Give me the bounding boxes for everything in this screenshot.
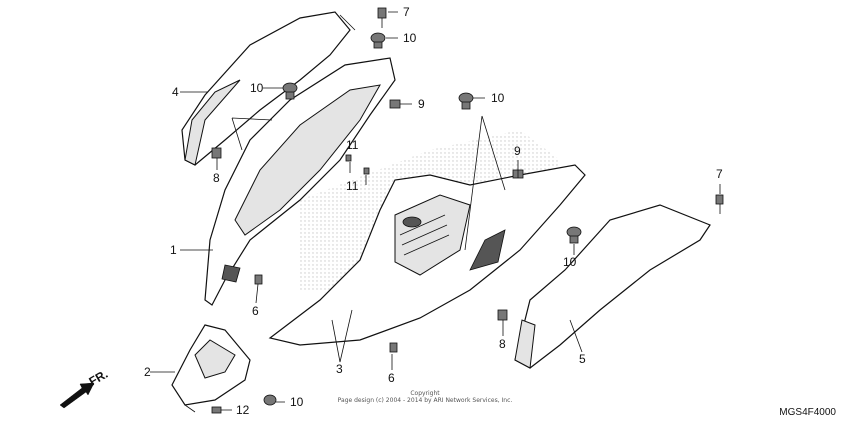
copyright-line-1: Copyright bbox=[410, 390, 440, 397]
callout-10-left: 10 bbox=[250, 81, 264, 95]
callout-10-mid: 10 bbox=[491, 91, 505, 105]
callout-3: 3 bbox=[336, 362, 343, 376]
front-arrow: FR. bbox=[59, 367, 110, 409]
part-1-inner-panel bbox=[234, 84, 381, 236]
part-3-emblem bbox=[469, 229, 506, 271]
fastener-6-bottom bbox=[389, 342, 398, 353]
fastener-11-b bbox=[363, 167, 370, 175]
part-4-edge bbox=[184, 79, 241, 166]
leader-lines bbox=[150, 11, 721, 413]
fastener-7-right bbox=[715, 194, 724, 214]
fastener-8-left bbox=[211, 147, 222, 159]
fastener-10-top bbox=[370, 32, 386, 49]
fastener-9-upper bbox=[389, 99, 401, 109]
part-5-lower-cover bbox=[514, 204, 711, 369]
fastener-10-bottom bbox=[263, 394, 277, 406]
callout-12: 12 bbox=[236, 403, 250, 417]
part-4-upper-cover bbox=[181, 11, 351, 166]
callout-9-upper: 9 bbox=[418, 97, 425, 111]
callout-10-top: 10 bbox=[403, 31, 417, 45]
part-2-inner bbox=[194, 339, 236, 379]
callout-8-right: 8 bbox=[499, 337, 506, 351]
fastener-12 bbox=[211, 406, 222, 414]
callout-7-right: 7 bbox=[716, 167, 723, 181]
part-3-boss bbox=[402, 216, 422, 228]
fastener-6-left bbox=[254, 274, 263, 285]
callout-9-right: 9 bbox=[514, 144, 521, 158]
callout-10-right: 10 bbox=[563, 255, 577, 269]
reference-code: MGS4F4000 bbox=[779, 407, 836, 418]
callout-10-bottom: 10 bbox=[290, 395, 304, 409]
part-5-edge bbox=[514, 319, 536, 369]
callout-6-left: 6 bbox=[252, 304, 259, 318]
callout-7-top: 7 bbox=[403, 5, 410, 19]
part-1-lower-tab bbox=[221, 264, 241, 283]
fastener-10-mid bbox=[458, 92, 474, 110]
callout-5: 5 bbox=[579, 352, 586, 366]
callout-6-bottom: 6 bbox=[388, 371, 395, 385]
callout-8-left: 8 bbox=[213, 171, 220, 185]
copyright-line-2: Page design (c) 2004 - 2014 by ARI Netwo… bbox=[338, 397, 513, 404]
callout-1: 1 bbox=[170, 243, 177, 257]
part-3-vent-slats bbox=[399, 214, 450, 256]
fastener-10-right bbox=[566, 226, 582, 244]
callout-11-a: 11 bbox=[346, 138, 359, 152]
fastener-7-top bbox=[377, 7, 387, 28]
callout-2: 2 bbox=[144, 365, 151, 379]
fastener-8-right bbox=[497, 309, 508, 321]
fastener-11-a bbox=[345, 154, 352, 162]
callout-11-b: 11 bbox=[346, 179, 359, 193]
callout-4: 4 bbox=[172, 85, 179, 99]
part-3-vent bbox=[394, 194, 471, 276]
